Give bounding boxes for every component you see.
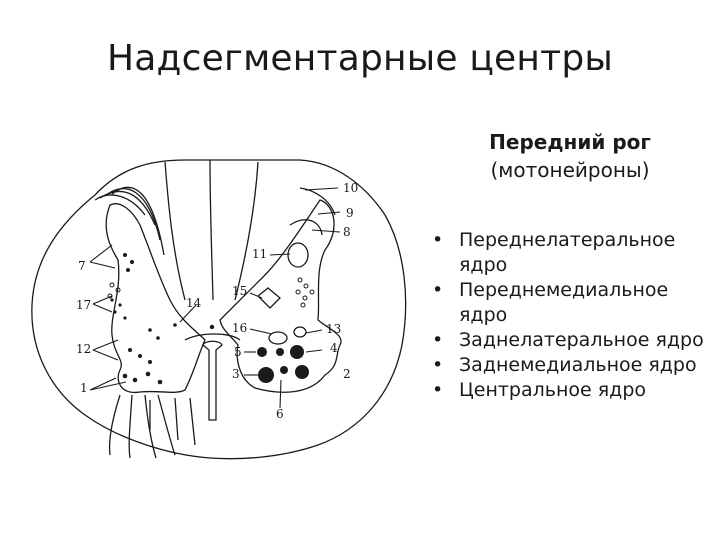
list-item: Центральное ядро [432,378,717,403]
label-3: 3 [232,367,240,381]
label-10: 10 [343,181,358,195]
label-13: 13 [326,322,341,336]
label-2: 2 [343,367,351,381]
label-4: 4 [330,341,338,355]
label-15: 15 [232,284,247,298]
label-12: 12 [76,342,91,356]
label-16: 16 [232,321,247,335]
label-9: 9 [346,206,354,220]
heading-line-2: (мотонейроны) [491,158,650,182]
section-heading: Передний рог (мотонейроны) [470,128,670,184]
label-11: 11 [252,247,267,261]
list-item: Заднелатеральное ядро [432,328,717,353]
label-14: 14 [186,296,202,310]
label-6: 6 [276,407,284,421]
label-17: 17 [76,298,91,312]
label-7: 7 [78,259,86,273]
list-item: Переднелатеральное ядро [432,228,717,278]
list-item: Заднемедиальное ядро [432,353,717,378]
heading-line-1: Передний рог [470,128,670,156]
label-1: 1 [80,381,88,395]
central-canal [203,341,222,420]
label-5: 5 [234,345,242,359]
nuclei-list: Переднелатеральное ядро Переднемедиально… [432,228,717,403]
label-8: 8 [343,225,351,239]
list-item: Переднемедиальное ядро [432,278,717,328]
